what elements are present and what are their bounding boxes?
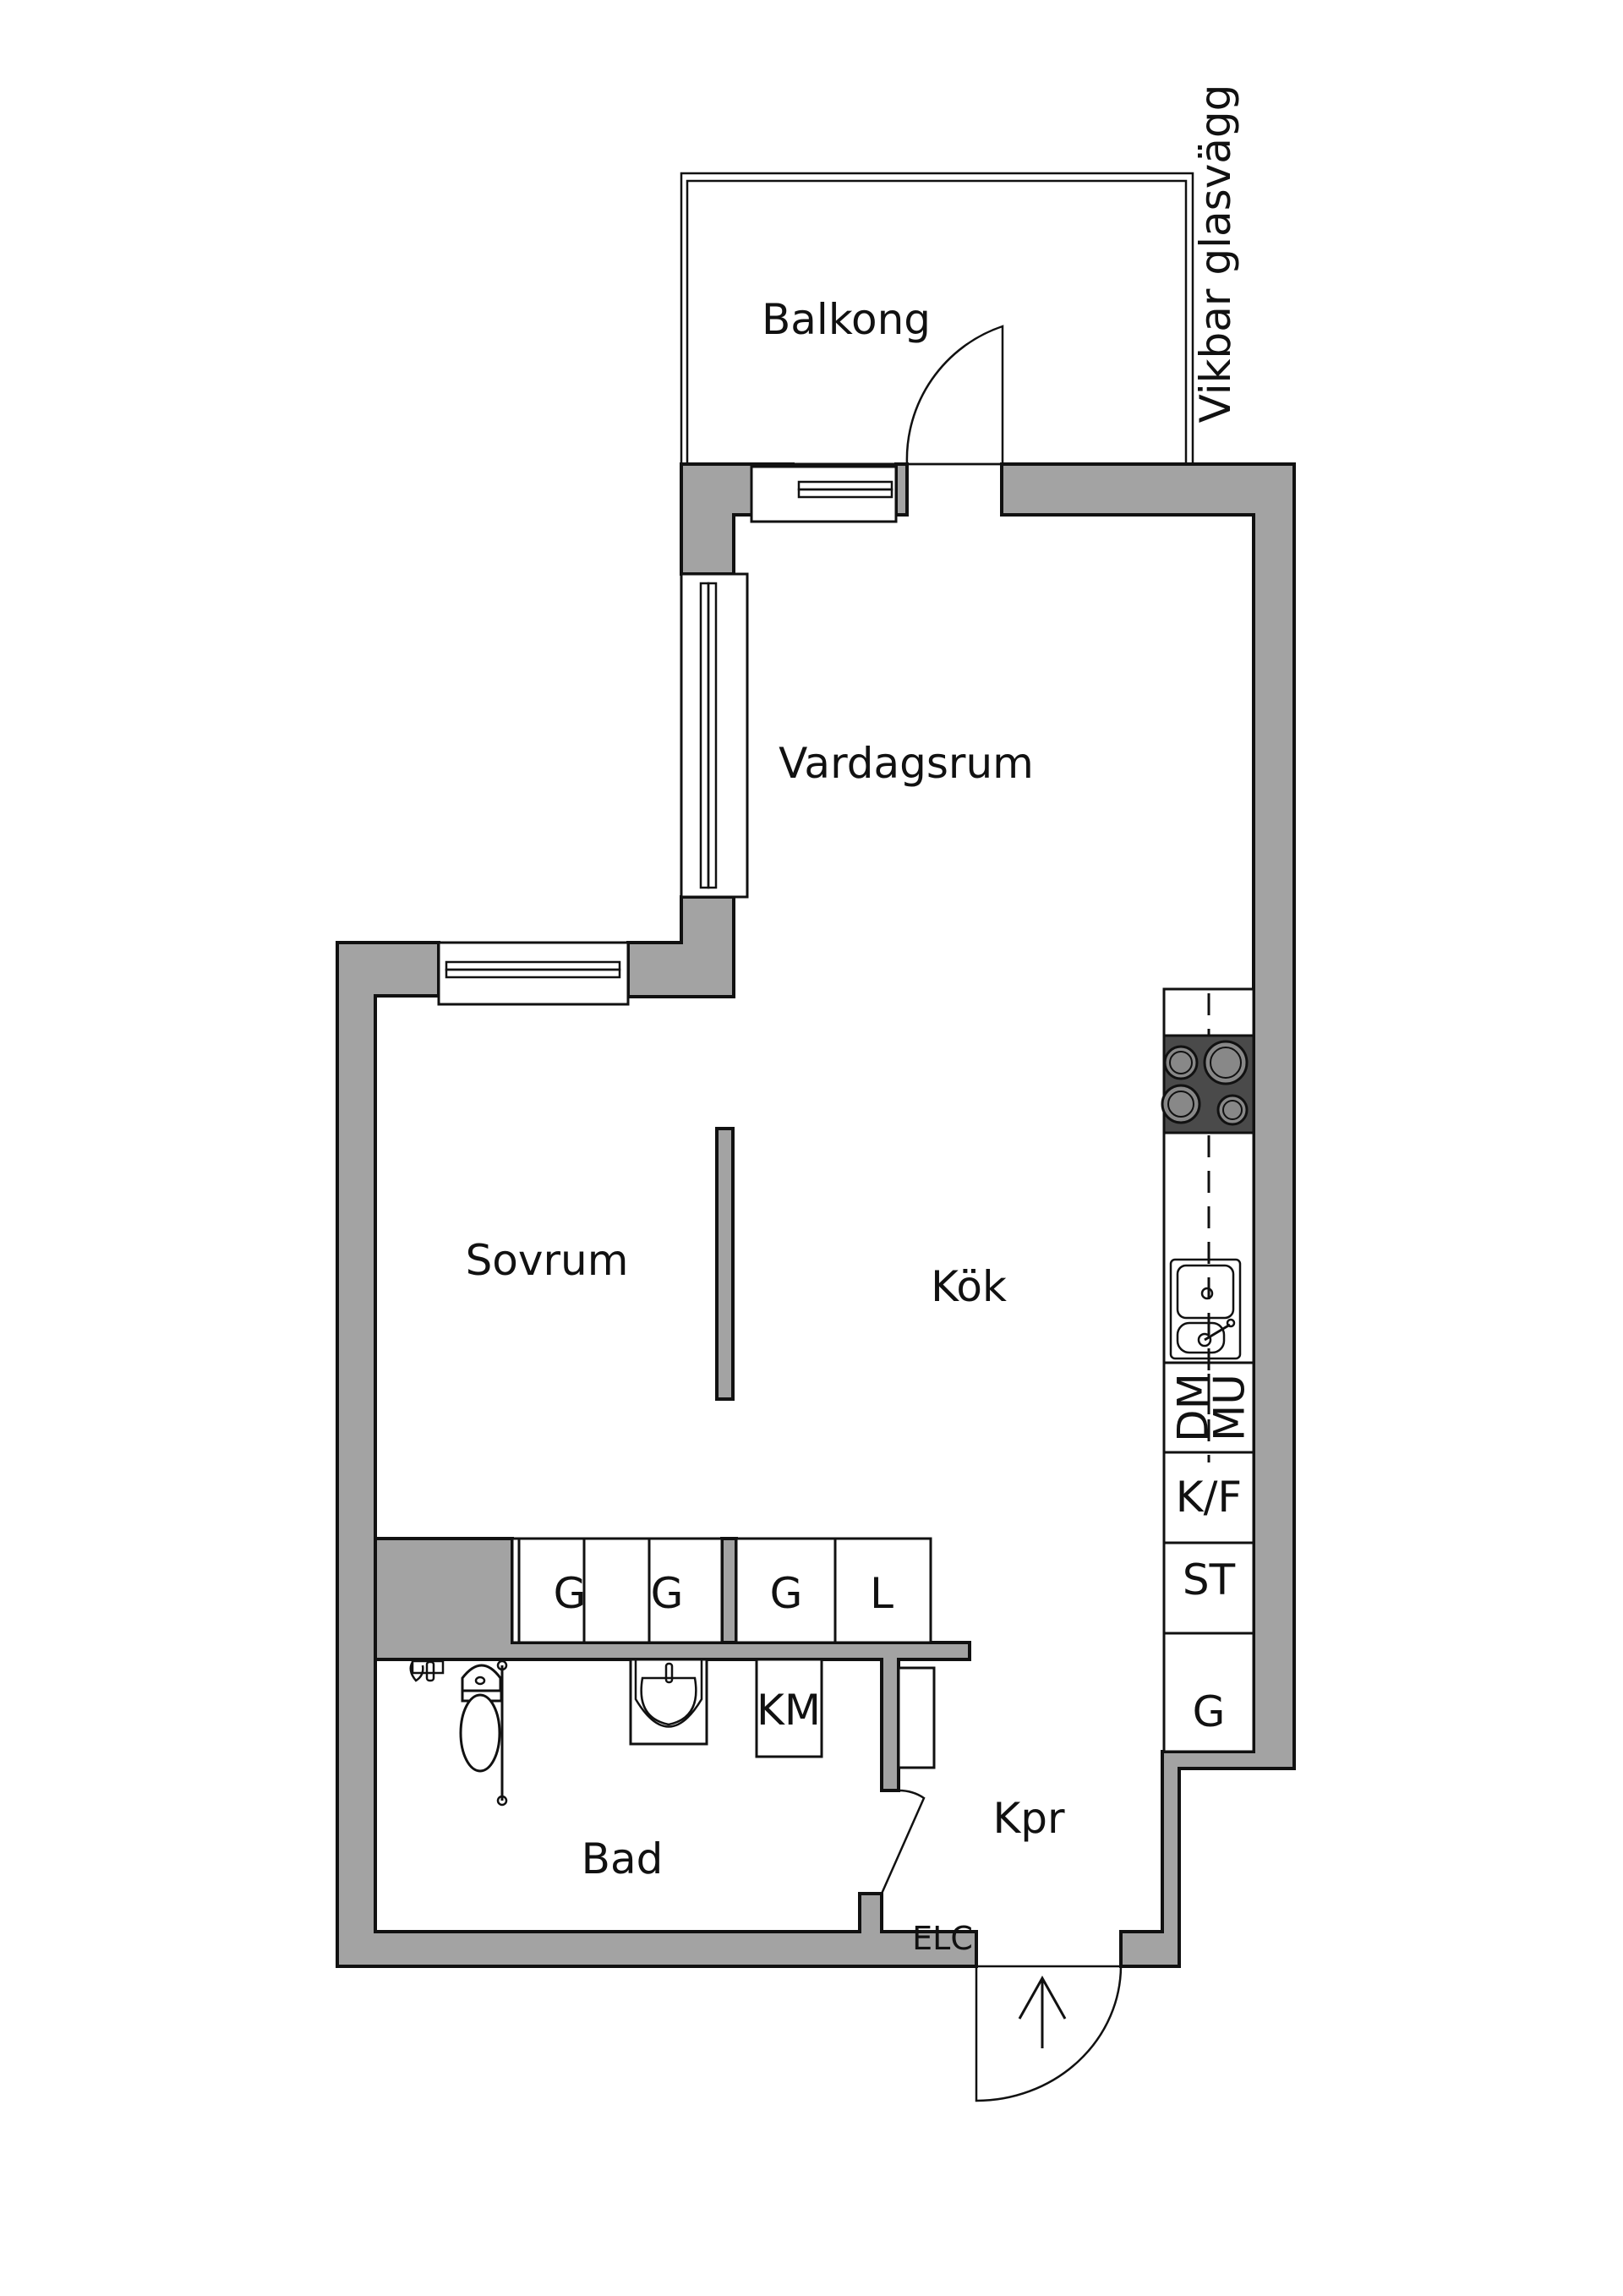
wall-closet-divider (720, 1537, 738, 1644)
room-label-vardagsrum: Vardagsrum (779, 739, 1034, 788)
room-labels: Balkong Vardagsrum Sovrum Kök Bad Kpr EL… (466, 85, 1240, 1957)
balcony-outer-rail (680, 172, 1194, 466)
dishwasher-label: DM (1169, 1373, 1218, 1442)
washing-machine-label: KM (757, 1686, 821, 1735)
balcony-door-swing-icon[interactable] (905, 325, 1004, 465)
window-top (750, 462, 898, 523)
linen-closet-label: L (870, 1569, 893, 1618)
entrance-arrow-icon (1018, 1975, 1067, 2048)
bathroom-fixtures: KM (409, 1658, 936, 1894)
hall-cabinet[interactable] (897, 1666, 936, 1769)
balcony-inner-rail (686, 179, 1188, 466)
room-label-kpr: Kpr (992, 1794, 1065, 1843)
balcony (680, 172, 1194, 466)
kitchen-counter: DM MU K/F ST G (1161, 987, 1255, 1753)
wall-top-mid (894, 462, 909, 517)
partition-wall (715, 1127, 735, 1401)
bathroom-door-icon[interactable] (880, 1789, 926, 1894)
linen-closet[interactable] (833, 1537, 932, 1644)
shower-rail-icon[interactable] (496, 1659, 508, 1807)
wardrobe-3[interactable] (735, 1537, 837, 1644)
wardrobe-2[interactable] (582, 1537, 651, 1644)
room-label-sovrum: Sovrum (466, 1236, 629, 1285)
entrance-door-swing-icon[interactable] (975, 1965, 1123, 2102)
room-label-kok: Kök (931, 1262, 1007, 1311)
wall-right (1000, 462, 1296, 1968)
dishwasher-microwave-unit: DM MU (1164, 1373, 1254, 1454)
entrance-door (975, 1965, 1123, 2102)
microwave-label: MU (1205, 1374, 1254, 1441)
wall-living-left-lower (626, 895, 735, 998)
glass-wall-label: Vikbar glasvägg (1191, 85, 1240, 424)
shower-mixer-icon[interactable] (409, 1659, 445, 1682)
kitchen-wardrobe-label: G (1193, 1687, 1226, 1736)
washbasin-icon[interactable] (629, 1658, 708, 1746)
fridge-freezer-label: K/F (1176, 1473, 1242, 1522)
wall-left (336, 941, 978, 1968)
cooktop-icon[interactable] (1161, 1034, 1255, 1134)
electrical-panel-label: ELC (912, 1920, 973, 1957)
wardrobe-filler (648, 1537, 724, 1644)
kitchen-sink-icon[interactable] (1169, 1258, 1242, 1360)
windows (437, 462, 898, 1006)
wardrobe-label-2: G (651, 1569, 684, 1618)
window-sovrum (437, 941, 630, 1006)
washing-machine[interactable] (755, 1658, 823, 1758)
toilet-icon[interactable] (459, 1664, 503, 1773)
room-label-balkong: Balkong (762, 295, 931, 344)
wardrobes: G G G L (511, 1537, 932, 1644)
wardrobe-label-1: G (554, 1569, 587, 1618)
wardrobe-label-3: G (770, 1569, 803, 1618)
room-label-bad: Bad (582, 1834, 664, 1883)
stove-label: ST (1183, 1555, 1236, 1604)
window-living-left (680, 572, 749, 899)
